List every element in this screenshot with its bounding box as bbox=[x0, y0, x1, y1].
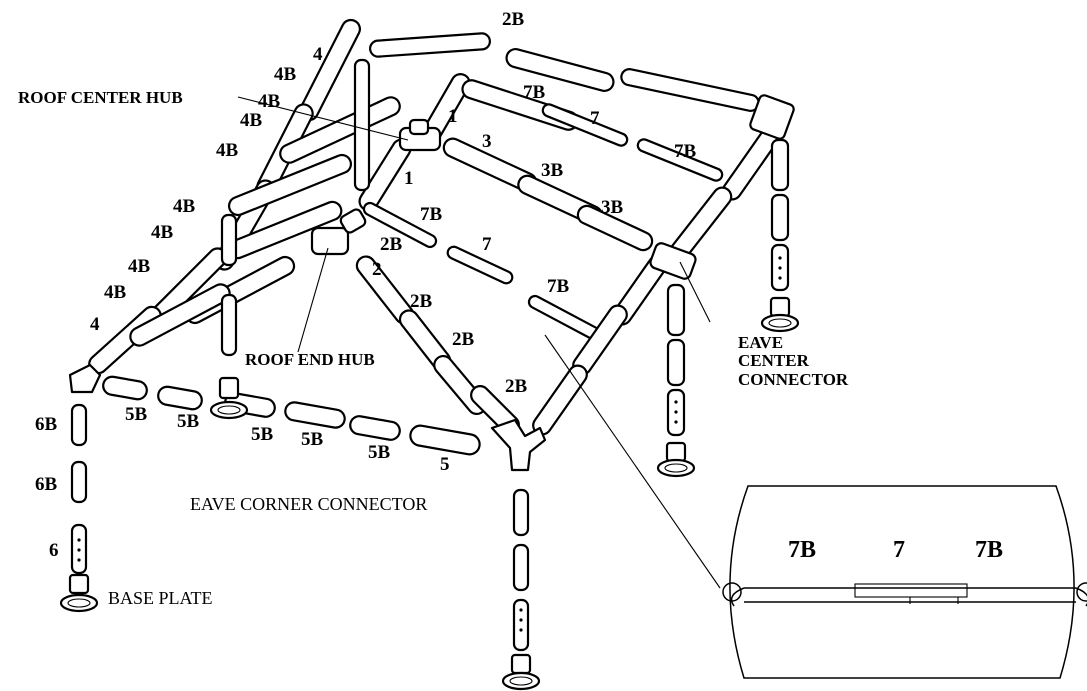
part-5B: 5B bbox=[251, 424, 274, 445]
part-2B-top: 2B bbox=[502, 9, 525, 30]
part-4-bottom: 4 bbox=[90, 314, 100, 335]
label-eave-corner-connector: EAVE CORNER CONNECTOR bbox=[190, 494, 427, 514]
part-3B: 3B bbox=[601, 197, 624, 218]
part-7: 7 bbox=[590, 108, 600, 129]
right-roof-slope bbox=[532, 94, 795, 436]
part-4B: 4B bbox=[151, 222, 174, 243]
label-roof-end-hub: ROOF END HUB bbox=[245, 350, 375, 369]
roof-end-hub bbox=[310, 208, 367, 256]
inset-label-left: 7B bbox=[788, 537, 816, 563]
inset-label-right: 7B bbox=[975, 537, 1003, 563]
part-4B: 4B bbox=[216, 140, 239, 161]
part-5B: 5B bbox=[125, 404, 148, 425]
front-rafter bbox=[355, 255, 520, 435]
label-base-plate: BASE PLATE bbox=[108, 588, 213, 608]
label-roof-center-hub: ROOF CENTER HUB bbox=[18, 88, 183, 107]
part-5B: 5B bbox=[368, 442, 391, 463]
part-4-top: 4 bbox=[313, 44, 323, 65]
part-6B: 6B bbox=[35, 474, 58, 495]
part-1-upper: 1 bbox=[448, 106, 458, 127]
roof-center-hub bbox=[398, 118, 442, 152]
label-eave-center-line3: CONNECTOR bbox=[738, 370, 849, 389]
part-5B: 5B bbox=[301, 429, 324, 450]
part-6: 6 bbox=[49, 540, 59, 561]
part-3B: 3B bbox=[541, 160, 564, 181]
part-4B: 4B bbox=[104, 282, 127, 303]
leader-lines bbox=[237, 96, 721, 589]
part-2B-hub: 2B bbox=[380, 234, 403, 255]
part-2B: 2B bbox=[410, 291, 433, 312]
part-7B: 7B bbox=[547, 276, 570, 297]
inset-panel: 7B 7 7B bbox=[722, 485, 1087, 679]
part-1-lower: 1 bbox=[404, 168, 414, 189]
center-purlins bbox=[362, 103, 724, 342]
part-4B: 4B bbox=[173, 196, 196, 217]
part-4B: 4B bbox=[258, 91, 281, 112]
part-6B: 6B bbox=[35, 414, 58, 435]
part-5: 5 bbox=[440, 454, 450, 475]
part-2: 2 bbox=[372, 259, 382, 280]
part-3: 3 bbox=[482, 131, 492, 152]
part-7B: 7B bbox=[674, 141, 697, 162]
callout-labels: ROOF CENTER HUB ROOF END HUB EAVE CENTER… bbox=[18, 88, 849, 608]
part-2B: 2B bbox=[505, 376, 528, 397]
part-4B: 4B bbox=[128, 256, 151, 277]
part-2B: 2B bbox=[452, 329, 475, 350]
part-7: 7 bbox=[482, 234, 492, 255]
part-labels: 2B 4 4B 4B 4B 4B 4B 4B 4B 4B 4 1 1 3 3B … bbox=[35, 9, 697, 561]
label-eave-center-line1: EAVE bbox=[738, 333, 783, 352]
label-eave-center-line2: CENTER bbox=[738, 351, 810, 370]
legs bbox=[59, 58, 800, 691]
part-5B: 5B bbox=[177, 411, 200, 432]
part-4B: 4B bbox=[240, 110, 263, 131]
part-4B: 4B bbox=[274, 64, 297, 85]
part-7B: 7B bbox=[523, 82, 546, 103]
part-7B: 7B bbox=[420, 204, 443, 225]
inset-label-middle: 7 bbox=[893, 537, 905, 563]
